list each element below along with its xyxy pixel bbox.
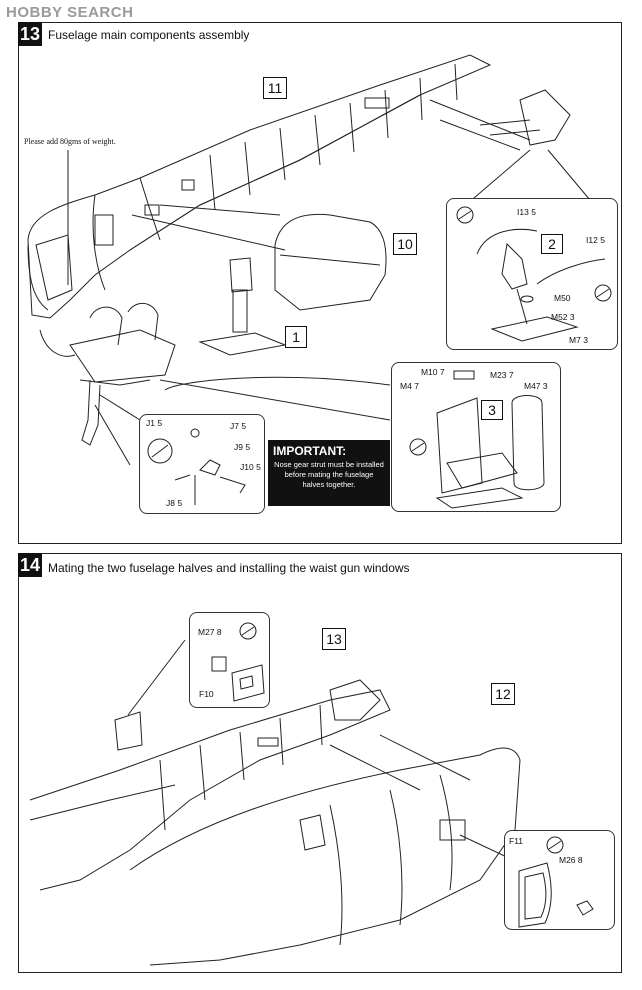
part-label-text: I13: [517, 207, 529, 217]
bulkhead-assembly-10: [275, 214, 386, 310]
callout-12: 12: [491, 683, 515, 705]
part-label-text: 7: [508, 370, 514, 380]
part-label-text: 3: [542, 381, 548, 391]
important-notice: IMPORTANT: Nose gear strut must be insta…: [268, 440, 390, 506]
step-13-number: 13: [18, 22, 42, 46]
part-label-text: 8: [577, 855, 583, 865]
part-j10-label: J10 5: [240, 462, 261, 472]
part-label-text: 5: [241, 421, 247, 431]
part-j1-label: J1 5: [146, 418, 162, 428]
part-label-text: M52: [551, 312, 568, 322]
window-f11-subpanel: [504, 830, 615, 930]
window-f10-subpanel: [189, 612, 270, 708]
callout-2: 2: [541, 234, 563, 254]
step-14-number: 14: [18, 553, 42, 577]
part-i12-label: I12 5: [586, 235, 605, 245]
step-14-title: Mating the two fuselage halves and insta…: [48, 561, 410, 575]
part-label-text: J10: [240, 462, 254, 472]
window-f10-installed: [115, 712, 142, 750]
part-label-text: I12: [586, 235, 598, 245]
callout-1: 1: [285, 326, 307, 348]
part-m50-label: M50: [554, 293, 571, 303]
subassembly-3-panel: [391, 362, 561, 512]
part-label-text: J9: [234, 442, 243, 452]
callout-3: 3: [481, 400, 503, 420]
callout-10: 10: [393, 233, 417, 255]
part-j7-label: J7 5: [230, 421, 246, 431]
nose-gear-subpanel: [139, 414, 265, 514]
part-m47-label: M47 3: [524, 381, 548, 391]
fuselage-half-13: [30, 690, 390, 890]
part-m27-label: M27 8: [198, 627, 222, 637]
part-label-text: 8: [216, 627, 222, 637]
part-label-text: 5: [256, 462, 261, 472]
subassembly-2-panel: [446, 198, 618, 350]
part-label-text: M26: [559, 855, 576, 865]
nose-gear-drawing: [140, 415, 266, 515]
window-f11-drawing: [505, 831, 616, 931]
part-label-text: 5: [245, 442, 251, 452]
fuselage-half-12: [130, 748, 520, 965]
part-j9-label: J9 5: [234, 442, 250, 452]
weight-note: Please add 80gms of weight.: [24, 137, 116, 146]
part-m26-label: M26 8: [559, 855, 583, 865]
part-i12: [537, 259, 605, 284]
part-label-text: 5: [177, 498, 183, 508]
part-label-text: M47: [524, 381, 541, 391]
part-label-text: J1: [146, 418, 155, 428]
part-label-text: 7: [414, 381, 419, 391]
nose-gear-strut: [82, 380, 100, 445]
subassembly-3-drawing: [392, 363, 562, 513]
part-m23-label: M23 7: [490, 370, 514, 380]
important-title: IMPORTANT:: [273, 444, 347, 458]
part-i13: [477, 229, 537, 254]
part-label-text: 5: [157, 418, 163, 428]
part-label-text: J7: [230, 421, 239, 431]
part-label-text: 7: [439, 367, 445, 377]
part-label-text: M23: [490, 370, 507, 380]
callout-13: 13: [322, 628, 346, 650]
part-label-text: J8: [166, 498, 175, 508]
subassembly-2-drawing: [447, 199, 619, 351]
part-label-text: M4: [400, 381, 412, 391]
step-13-title: Fuselage main components assembly: [48, 28, 250, 42]
part-j8-label: J8 5: [166, 498, 182, 508]
part-label-text: 3: [583, 335, 588, 345]
part-m4-label: M4 7: [400, 381, 419, 391]
part-label-text: M27: [198, 627, 215, 637]
part-i13-label: I13 5: [517, 207, 536, 217]
part-label-text: M10: [421, 367, 438, 377]
callout-11: 11: [263, 77, 287, 99]
part-f10-label: F10: [199, 689, 214, 699]
cockpit-seats: [70, 330, 175, 382]
part-m52-label: M52 3: [551, 312, 575, 322]
hobby-search-watermark: HOBBY SEARCH: [6, 4, 134, 21]
part-m7-label: M7 3: [569, 335, 588, 345]
window-f10-drawing: [190, 613, 271, 709]
part-label-text: M7: [569, 335, 581, 345]
step-13-panel: [18, 22, 622, 544]
part-label-text: 5: [531, 207, 536, 217]
important-text: Nose gear strut must be installed before…: [274, 460, 384, 489]
part-f11-label: F11: [509, 836, 524, 846]
part-m10-label: M10 7: [421, 367, 445, 377]
step-14-panel: [18, 553, 622, 973]
part-label-text: 5: [600, 235, 605, 245]
part-label-text: 3: [569, 312, 575, 322]
